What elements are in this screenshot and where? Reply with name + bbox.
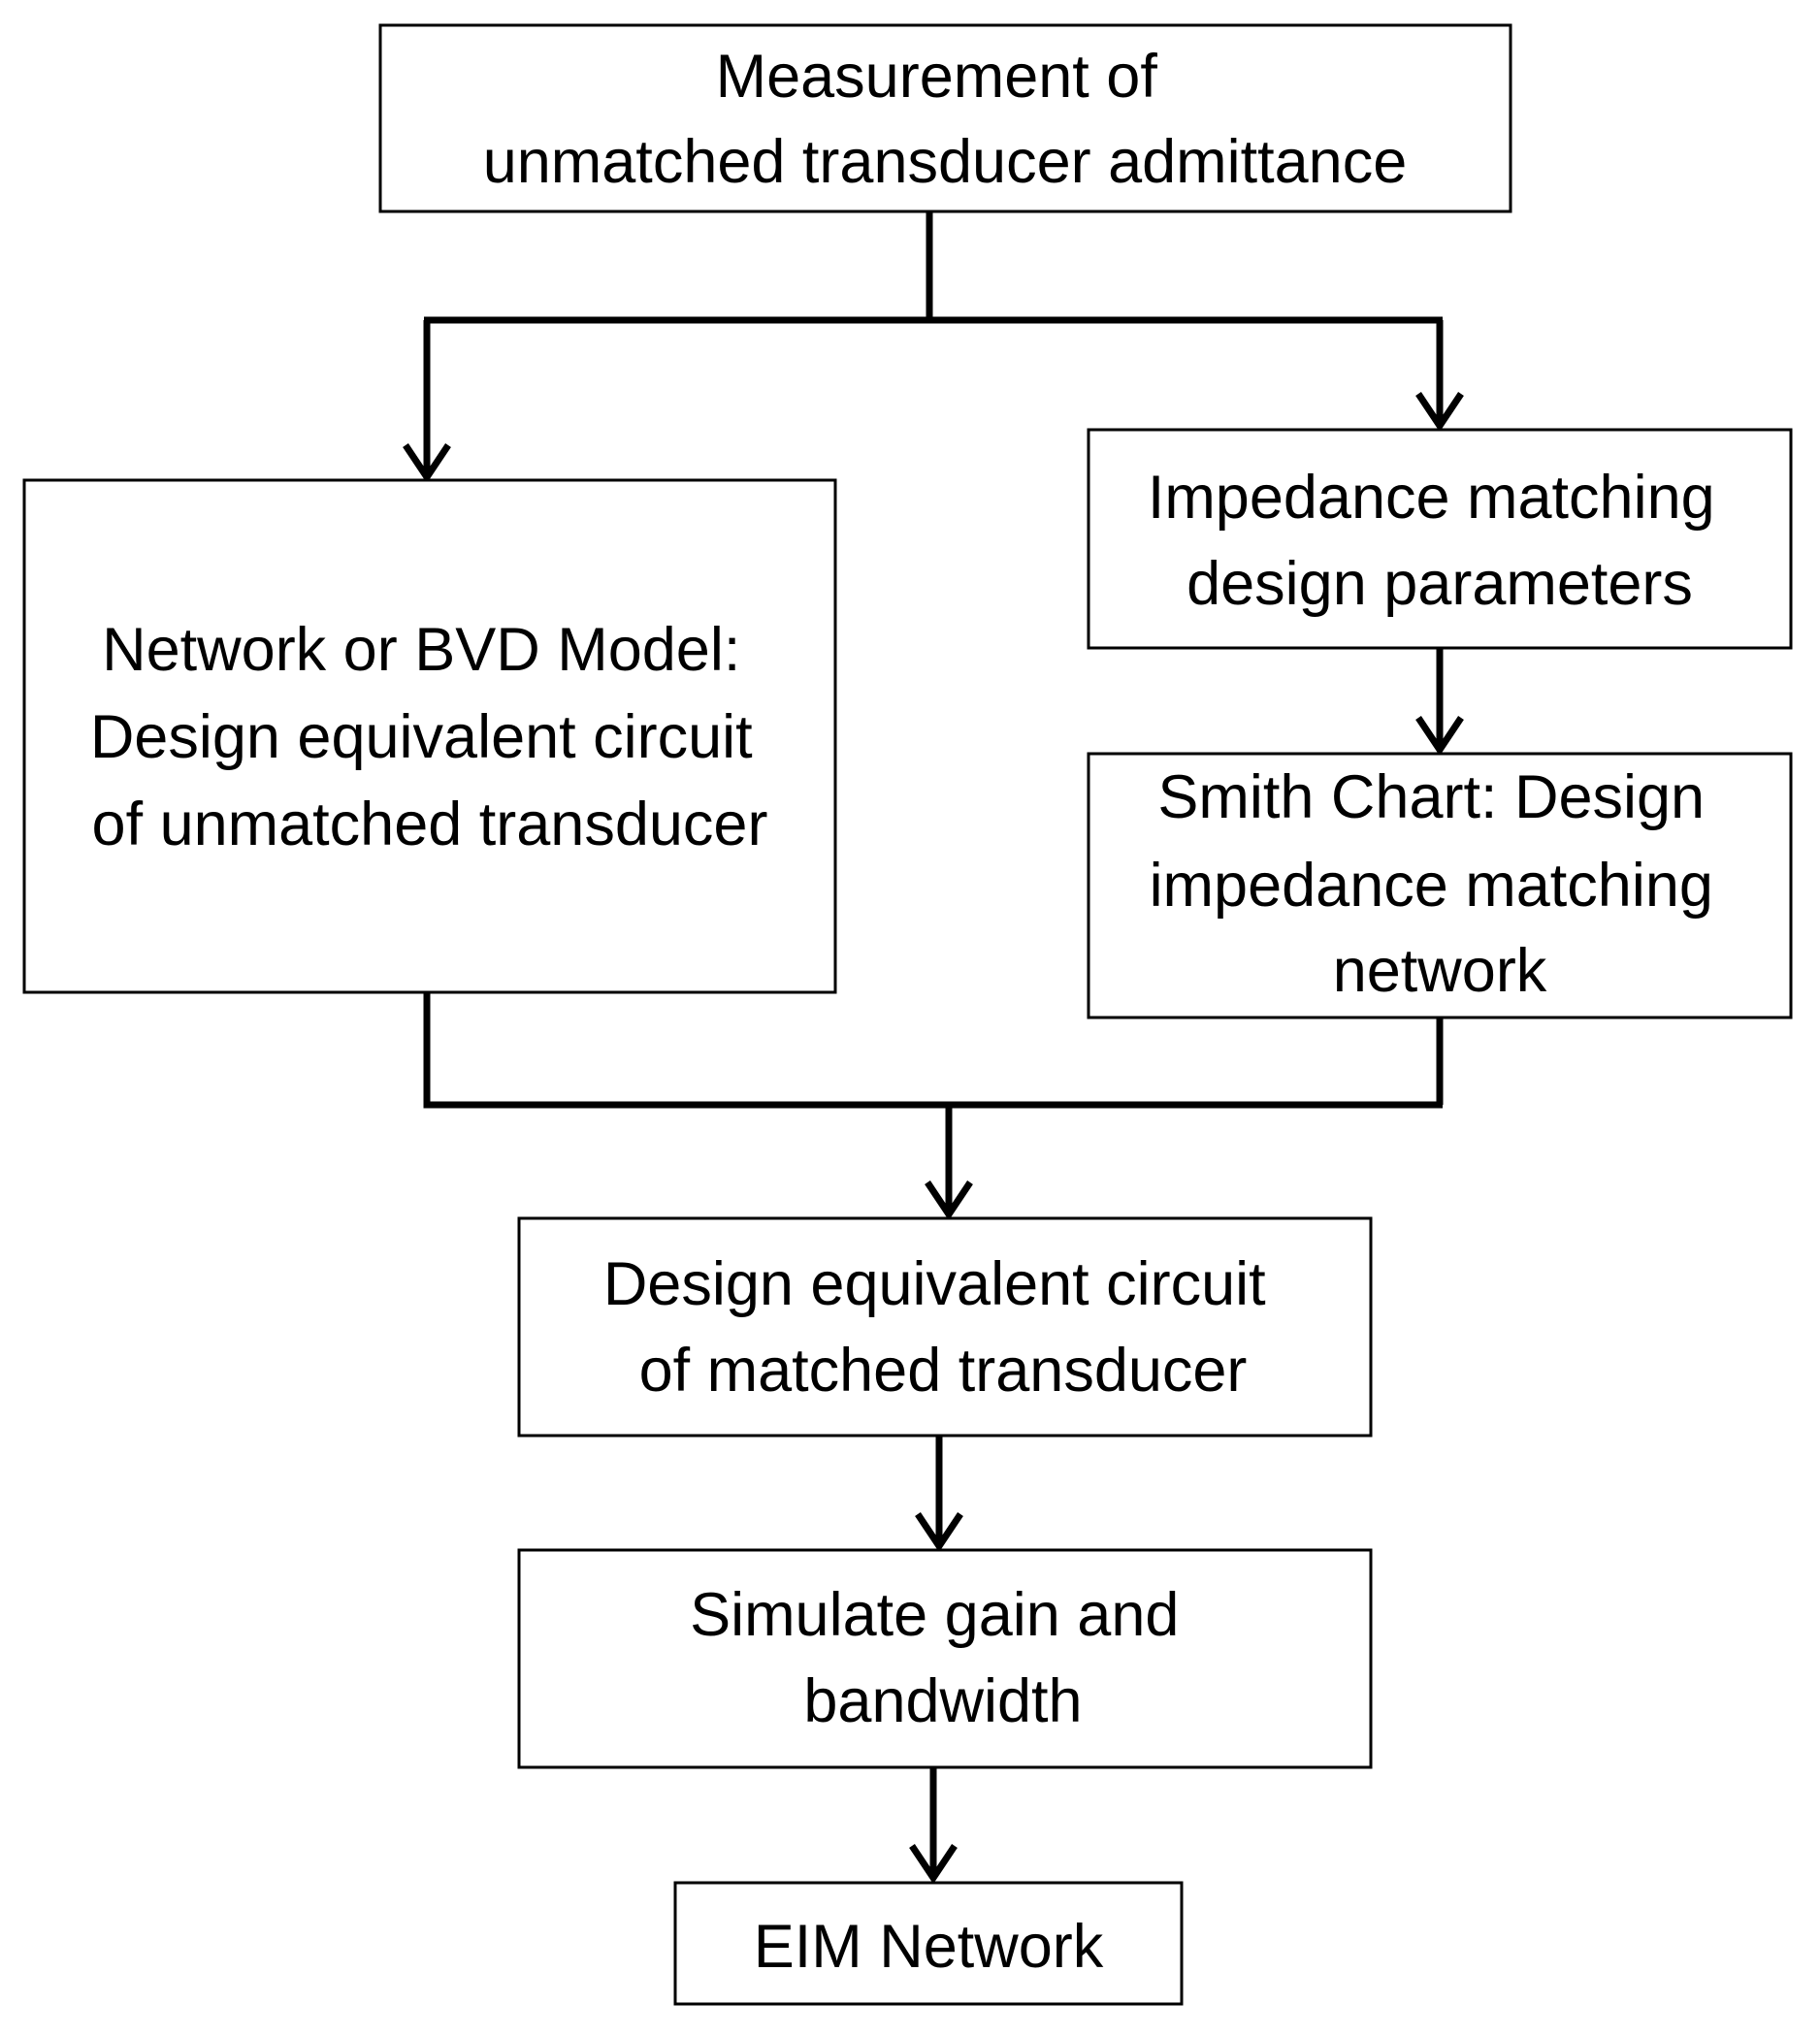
node-smith-chart-box [1087, 752, 1793, 1019]
node-simulate-line-2: bandwidth [803, 1667, 1082, 1735]
node-impedance-params: Impedance matching design parameters [1087, 428, 1793, 650]
node-eim-network-line-1: EIM Network [754, 1913, 1104, 1981]
connector-merge-bar [423, 992, 1443, 1109]
node-measurement-line-2: unmatched transducer admittance [483, 128, 1408, 196]
node-bvd-model-label: Network or BVD Model: Design equivalent … [90, 616, 769, 858]
node-matched-circuit-label: Design equivalent circuit of matched tra… [603, 1250, 1283, 1405]
node-eim-network-label: EIM Network [754, 1913, 1104, 1981]
arrowhead-impedance [1415, 392, 1464, 433]
node-bvd-model-box [22, 478, 837, 994]
node-smith-chart-line-1: Smith Chart: Design [1157, 763, 1705, 831]
connectors [403, 211, 1464, 1885]
node-measurement-line-1: Measurement of [716, 43, 1158, 111]
node-matched-circuit-box [517, 1216, 1373, 1438]
node-eim-network-box [673, 1881, 1184, 2006]
node-smith-chart: Smith Chart: Design impedance matching n… [1087, 752, 1793, 1019]
arrowhead-simulate [915, 1512, 963, 1553]
node-measurement-label: Measurement of unmatched transducer admi… [483, 43, 1408, 196]
node-bvd-model-line-2: Design equivalent circuit [90, 703, 753, 771]
node-simulate: Simulate gain and bandwidth [517, 1548, 1373, 1769]
node-impedance-params-box [1087, 428, 1793, 650]
node-simulate-line-1: Simulate gain and [690, 1581, 1179, 1649]
node-matched-circuit: Design equivalent circuit of matched tra… [517, 1216, 1373, 1438]
node-impedance-params-line-1: Impedance matching [1148, 464, 1715, 532]
node-impedance-params-label: Impedance matching design parameters [1148, 464, 1732, 618]
arrowhead-eim [909, 1844, 958, 1885]
node-matched-circuit-line-1: Design equivalent circuit [603, 1250, 1266, 1318]
node-measurement: Measurement of unmatched transducer admi… [378, 23, 1512, 213]
node-bvd-model-line-1: Network or BVD Model: [102, 616, 740, 684]
node-measurement-box [378, 23, 1512, 213]
node-smith-chart-line-2: impedance matching [1150, 852, 1713, 920]
node-simulate-label: Simulate gain and bandwidth [690, 1581, 1196, 1735]
node-eim-network: EIM Network [673, 1881, 1184, 2006]
arrowhead-matched [925, 1180, 973, 1221]
node-matched-circuit-line-2: of matched transducer [639, 1337, 1248, 1405]
node-bvd-model-line-3: of unmatched transducer [92, 791, 768, 858]
node-simulate-box [517, 1548, 1373, 1769]
node-smith-chart-line-3: network [1333, 937, 1547, 1005]
node-impedance-params-line-2: design parameters [1186, 550, 1693, 618]
arrowhead-smith [1415, 716, 1464, 757]
node-smith-chart-label: Smith Chart: Design impedance matching n… [1150, 763, 1731, 1005]
arrowhead-bvd [403, 443, 451, 484]
node-bvd-model: Network or BVD Model: Design equivalent … [22, 478, 837, 994]
